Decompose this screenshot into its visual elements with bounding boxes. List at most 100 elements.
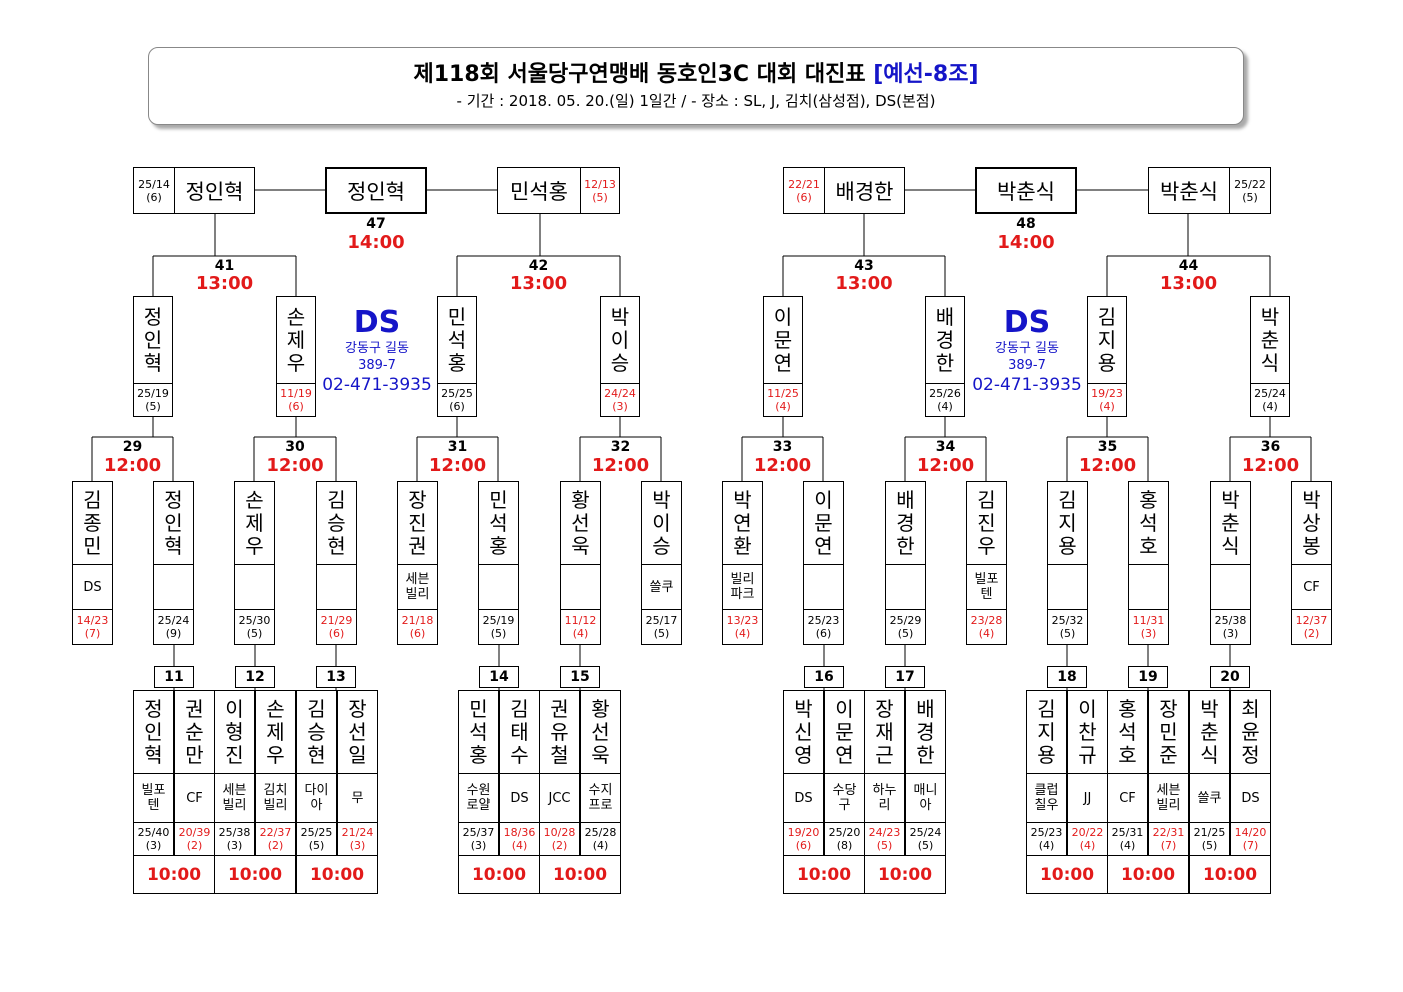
- innings-value: (4): [775, 400, 791, 413]
- club-text: DS: [510, 790, 529, 806]
- semifinalist-name: 정인혁: [133, 296, 173, 384]
- club-text: 김치빌리: [263, 783, 288, 813]
- score-value: 18/36: [503, 826, 536, 839]
- match-number: 41: [214, 258, 235, 274]
- player-name: 황선욱: [580, 690, 621, 774]
- score-box: 19/23(4): [1087, 383, 1127, 417]
- innings-value: (2): [267, 839, 284, 852]
- match-number: 13: [316, 666, 356, 688]
- match-number: 20: [1210, 666, 1250, 688]
- score-box: 22/21(6): [783, 167, 825, 214]
- score-value: 25/24: [1254, 387, 1286, 400]
- player-name: 장재근: [864, 690, 905, 774]
- score-value: 21/24: [341, 826, 374, 839]
- player-name-text: 박연환: [733, 487, 752, 558]
- innings-value: (9): [165, 627, 182, 640]
- match-number: 15: [560, 666, 600, 688]
- club-text: JCC: [548, 790, 571, 806]
- semifinalist-name: 이문연: [763, 296, 803, 384]
- player-name-text: 황선욱: [591, 696, 610, 767]
- venue-phone: 02-471-3935: [972, 375, 1082, 395]
- score-value: 24/23: [868, 826, 901, 839]
- quarterfinalist-name: 홍석호: [1128, 481, 1169, 565]
- player-name: 이형진: [214, 690, 255, 774]
- player-name-text: 정인혁: [144, 696, 163, 767]
- match-time: 12:00: [103, 455, 162, 476]
- score-box: 18/36(4): [499, 822, 540, 856]
- player-name-text: 정인혁: [143, 304, 163, 375]
- innings-value: (7): [1160, 839, 1177, 852]
- club-text: DS: [83, 579, 102, 595]
- score-box: 25/31(4): [1107, 822, 1148, 856]
- venue-address: 강동구 길동: [345, 341, 409, 356]
- quarterfinalist-name: 민석홍: [478, 481, 519, 565]
- score-value: 25/40: [137, 826, 170, 839]
- match-number: 30: [285, 439, 305, 455]
- finalist-name: 배경한: [824, 167, 905, 214]
- score-box: 25/25(5): [296, 822, 337, 856]
- innings-value: (6): [146, 190, 162, 204]
- match-time-box: 10:00: [539, 855, 621, 894]
- innings-value: (3): [612, 400, 628, 413]
- match-number: 16: [804, 666, 844, 688]
- quarterfinalist-name: 정인혁: [153, 481, 194, 565]
- score-box: 25/37(3): [458, 822, 499, 856]
- innings-value: (4): [592, 839, 609, 852]
- score-box: 25/26(4): [925, 383, 965, 417]
- innings-value: (5): [145, 400, 161, 413]
- match-time: 12:00: [428, 455, 487, 476]
- score-value: 19/20: [787, 826, 820, 839]
- club-box: 수원로얄: [458, 773, 499, 823]
- innings-value: (3): [145, 839, 162, 852]
- score-value: 25/14: [138, 177, 170, 191]
- match-number: 44: [1178, 258, 1199, 274]
- player-name-text: 박상봉: [1302, 487, 1321, 558]
- semifinalist-name: 김지용: [1087, 296, 1127, 384]
- score-value: 25/25: [300, 826, 333, 839]
- player-name: 최윤정: [1230, 690, 1271, 774]
- quarterfinalist-name: 박연환: [722, 481, 763, 565]
- club-box: DS: [1230, 773, 1271, 823]
- match-time: 12:00: [1078, 455, 1137, 476]
- finalist-name: 박춘식: [1148, 167, 1230, 214]
- semifinalist-name: 배경한: [925, 296, 965, 384]
- score-box: 23/28(4): [966, 609, 1007, 645]
- player-name: 박신영: [783, 690, 824, 774]
- innings-value: (3): [1222, 627, 1239, 640]
- club-box: 세븐빌리: [214, 773, 255, 823]
- player-name-text: 최윤정: [1241, 696, 1260, 767]
- score-box: 25/29(5): [885, 609, 926, 645]
- club-box: 하누리: [864, 773, 905, 823]
- score-box: 22/31(7): [1148, 822, 1189, 856]
- match-number: 43: [854, 258, 874, 274]
- club-text: 세븐빌리: [222, 783, 247, 813]
- club-box: [316, 564, 357, 610]
- score-value: 21/29: [320, 614, 353, 627]
- score-box: 25/32(5): [1047, 609, 1088, 645]
- score-box: 11/19(6): [276, 383, 316, 417]
- match-time: 13:00: [509, 273, 568, 294]
- score-box: 25/23(6): [803, 609, 844, 645]
- score-box: 11/31(3): [1128, 609, 1169, 645]
- match-number: 42: [528, 258, 549, 274]
- winner-name: 박춘식: [975, 167, 1077, 214]
- player-name-text: 김지용: [1097, 304, 1117, 375]
- match-number: 48: [1016, 216, 1036, 232]
- score-box: 12/37(2): [1291, 609, 1332, 645]
- player-name-text: 장선일: [348, 696, 367, 767]
- match-time-box: 10:00: [458, 855, 540, 894]
- score-value: 25/30: [238, 614, 271, 627]
- match-time-box: 10:00: [214, 855, 296, 894]
- score-box: 24/24(3): [600, 383, 640, 417]
- player-name-text: 김종민: [83, 487, 102, 558]
- match-time-box: 10:00: [783, 855, 865, 894]
- club-text: JJ: [1083, 790, 1092, 806]
- score-value: 21/25: [1193, 826, 1226, 839]
- innings-value: (5): [246, 627, 263, 640]
- player-name-text: 이문연: [814, 487, 833, 558]
- score-value: 11/19: [280, 387, 312, 400]
- score-box: 25/19(5): [478, 609, 519, 645]
- score-box: 21/25(5): [1189, 822, 1230, 856]
- match-time-box: 10:00: [864, 855, 946, 894]
